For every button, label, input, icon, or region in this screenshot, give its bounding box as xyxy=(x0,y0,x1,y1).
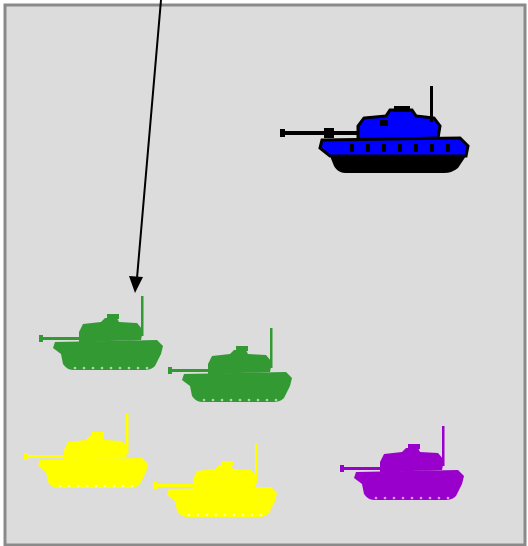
track-wheel xyxy=(118,366,122,370)
tank-green-2 xyxy=(168,328,292,402)
track-wheel xyxy=(229,398,233,402)
track-wheel xyxy=(419,496,423,500)
track-wheel xyxy=(121,484,125,488)
track-wheel xyxy=(383,496,387,500)
track-wheel xyxy=(401,496,405,500)
track-wheel xyxy=(211,398,215,402)
tank-group xyxy=(24,296,464,517)
track-wheel xyxy=(145,366,149,370)
tank-yellow-1 xyxy=(24,414,148,488)
track-wheel xyxy=(205,513,209,517)
track-wheel xyxy=(100,366,104,370)
track-wheel xyxy=(265,398,269,402)
track-wheel xyxy=(446,496,450,500)
movement-arrow xyxy=(129,0,162,293)
track-wheel xyxy=(214,513,218,517)
track-wheel xyxy=(437,496,441,500)
track-wheel xyxy=(256,398,260,402)
arrow-head xyxy=(129,276,143,293)
map-border xyxy=(3,3,527,546)
track-wheel xyxy=(73,366,77,370)
track-wheel xyxy=(136,366,140,370)
tank-yellow-2 xyxy=(153,443,277,517)
track-wheel xyxy=(374,496,378,500)
track-wheel xyxy=(428,496,432,500)
tank-purple xyxy=(340,426,464,500)
track-wheel xyxy=(247,398,251,402)
track-wheel xyxy=(94,484,98,488)
track-wheel xyxy=(127,366,131,370)
track-wheel xyxy=(82,366,86,370)
track-wheel xyxy=(109,366,113,370)
tank-green-1 xyxy=(39,296,163,370)
track-wheel xyxy=(91,366,95,370)
track-wheel xyxy=(223,513,227,517)
arrow-shaft xyxy=(136,0,162,279)
track-wheel xyxy=(238,398,242,402)
track-wheel xyxy=(274,398,278,402)
tank-blue xyxy=(280,86,470,173)
track-wheel xyxy=(220,398,224,402)
track-wheel xyxy=(232,513,236,517)
track-wheel xyxy=(259,513,263,517)
track-wheel xyxy=(250,513,254,517)
track-wheel xyxy=(202,398,206,402)
track-wheel xyxy=(103,484,107,488)
track-wheel xyxy=(241,513,245,517)
track-wheel xyxy=(85,484,89,488)
track-wheel xyxy=(112,484,116,488)
track-wheel xyxy=(410,496,414,500)
track-wheel xyxy=(67,484,71,488)
track-wheel xyxy=(58,484,62,488)
track-wheel xyxy=(76,484,80,488)
track-wheel xyxy=(392,496,396,500)
track-wheel xyxy=(187,513,191,517)
track-wheel xyxy=(196,513,200,517)
track-wheel xyxy=(130,484,134,488)
